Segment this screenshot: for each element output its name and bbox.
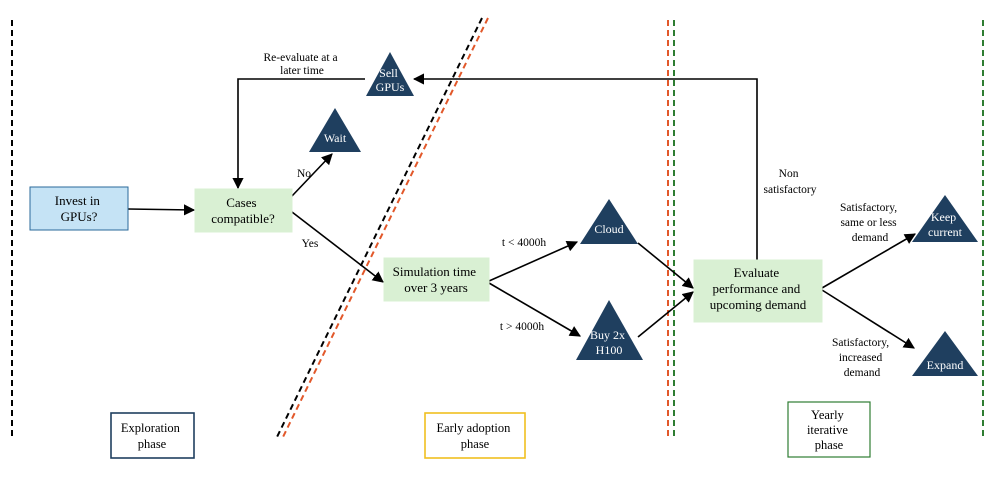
edge-evaluate-to-sell (412, 73, 758, 261)
label-yes: Yes (302, 238, 319, 250)
edge-evaluate-to-keep (821, 233, 916, 289)
buy-triangle (576, 300, 643, 360)
invest-node (29, 186, 129, 231)
invest-node-text: Invest in GPUs? (55, 193, 103, 224)
cloud-triangle (580, 199, 638, 244)
label-satisfactory-increased: Satisfactory, increased demand (832, 337, 892, 379)
label-satisfactory-same: Satisfactory, same or less demand (840, 202, 900, 244)
expand-triangle-text: Expand (927, 358, 964, 372)
cases-node (194, 188, 293, 233)
keep-triangle (912, 195, 978, 242)
diagonal-black-line (276, 17, 483, 438)
phase-early-adoption-text: Early adoption phase (436, 421, 513, 451)
phase-yearly-text: Yearly iterative phase (807, 408, 851, 452)
wait-triangle-text: Wait (324, 131, 347, 145)
sell-triangle (366, 52, 414, 96)
edge-buy-to-evaluate (637, 291, 694, 338)
cloud-triangle-text: Cloud (594, 222, 623, 236)
phase-exploration-box (110, 412, 195, 459)
phase-exploration-text: Exploration phase (121, 421, 183, 451)
phase-early-adoption-box (424, 412, 526, 459)
edge-invest-to-cases (127, 204, 196, 216)
edge-simulation-to-buy (488, 282, 581, 337)
phase-yearly-box (787, 401, 871, 458)
buy-triangle-text: Buy 2x H100 (590, 328, 628, 357)
edge-evaluate-to-expand (821, 289, 915, 349)
keep-triangle-text: Keep current (928, 210, 963, 239)
expand-triangle (912, 331, 978, 376)
simulation-node-text: Simulation time over 3 years (393, 264, 480, 295)
cases-node-text: Cases compatible? (211, 195, 275, 226)
evaluate-node (693, 259, 823, 323)
label-reevaluate: Re-evaluate at a later time (264, 52, 341, 77)
evaluate-node-text: Evaluate performance and upcoming demand (710, 265, 807, 312)
diagonal-orange-line (282, 17, 489, 438)
simulation-node (383, 257, 490, 302)
label-t-more: t > 4000h (500, 321, 544, 333)
edge-sell-to-cases (232, 78, 365, 190)
label-no: No (297, 168, 311, 180)
edge-simulation-to-cloud (488, 240, 579, 282)
label-non-satisfactory: Non satisfactory (763, 168, 816, 196)
edge-cases-to-wait (291, 153, 333, 197)
wait-triangle (309, 108, 361, 152)
label-t-less: t < 4000h (502, 237, 546, 249)
sell-triangle-text: Sell GPUs (376, 66, 405, 94)
edge-cloud-to-evaluate (637, 242, 694, 289)
edge-cases-to-simulation (291, 211, 384, 283)
